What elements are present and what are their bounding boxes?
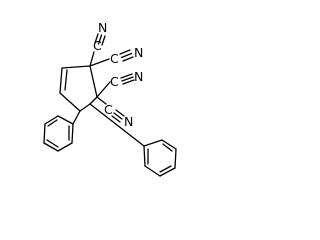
- nitrile-4-carbon-label: C: [104, 102, 113, 117]
- nitrile-4-triple-bond-a: [115, 109, 125, 117]
- phenyl-ring-right: [89, 103, 177, 177]
- ring-bond-c4-c5: [59, 92, 81, 112]
- nitrile-group-1: C N: [89, 20, 107, 67]
- phenyl-right-bond-6: [143, 145, 146, 167]
- ring-bond-c6-c1: [61, 65, 91, 69]
- ring-double-bond-inner: [64, 69, 68, 91]
- nitrile-4-triple-bond-b: [113, 112, 123, 120]
- phenyl-right-bond-4: [159, 167, 176, 177]
- nitrile-3-triple-bond-a: [120, 73, 133, 79]
- phenyl-left-bond-6: [71, 123, 74, 144]
- nitrile-1-triple-bond-c: [101, 35, 106, 46]
- phenyl-right-attach-bond: [89, 103, 145, 147]
- phenyl-left-bond-2: [44, 115, 59, 125]
- phenyl-left-double-2: [46, 139, 59, 148]
- nitrile-3-triple-bond-c: [122, 79, 135, 85]
- cyclohexene-ring: [59, 65, 98, 112]
- phenyl-left-bond-1: [57, 115, 74, 125]
- nitrile-3-triple-bond-b: [121, 76, 134, 82]
- ring-bond-c2-c3: [89, 96, 98, 105]
- nitrile-4-nitrogen-label: N: [124, 114, 133, 129]
- nitrile-3-nitrogen-label: N: [134, 69, 143, 84]
- phenyl-left-attach-bond: [72, 110, 81, 125]
- nitrile-3-single-bond: [96, 81, 111, 98]
- chemical-structure-diagram: C N C N C N C N: [43, 20, 177, 177]
- phenyl-right-bond-1: [143, 139, 163, 147]
- phenyl-right-bond-3: [174, 148, 177, 169]
- nitrile-1-triple-bond-a: [94, 33, 99, 44]
- phenyl-left-double-1: [47, 119, 58, 127]
- ring-bond-c5-c6: [59, 67, 63, 94]
- nitrile-2-carbon-label: C: [110, 51, 119, 66]
- nitrile-1-nitrogen-label: N: [98, 20, 107, 35]
- phenyl-right-double-1: [162, 143, 173, 152]
- phenyl-left-bond-5: [57, 142, 73, 152]
- nitrile-group-4: C N: [96, 96, 133, 129]
- phenyl-right-bond-2: [161, 139, 177, 150]
- phenyl-left-bond-3: [43, 123, 46, 144]
- ring-bond-c1-c2: [89, 65, 98, 98]
- nitrile-4-triple-bond-c: [111, 115, 121, 123]
- nitrile-2-single-bond: [89, 58, 110, 67]
- phenyl-ring-left: [43, 110, 81, 152]
- nitrile-group-3: C N: [96, 69, 143, 98]
- phenyl-right-double-2: [159, 165, 172, 173]
- nitrile-2-nitrogen-label: N: [134, 45, 143, 60]
- ring-bond-c3-c4: [79, 103, 91, 112]
- nitrile-1-carbon-label: C: [93, 38, 102, 53]
- nitrile-4-single-bond: [96, 96, 107, 105]
- nitrile-1-single-bond: [89, 51, 95, 67]
- phenyl-right-bond-5: [144, 165, 161, 177]
- phenyl-left-bond-4: [43, 142, 59, 152]
- nitrile-1-triple-bond-b: [97, 34, 103, 45]
- nitrile-group-2: C N: [89, 45, 143, 67]
- nitrile-3-carbon-label: C: [110, 74, 119, 89]
- nitrile-2-triple-bond-a: [119, 49, 131, 55]
- nitrile-2-triple-bond-b: [120, 52, 133, 59]
- nitrile-2-triple-bond-c: [122, 56, 134, 62]
